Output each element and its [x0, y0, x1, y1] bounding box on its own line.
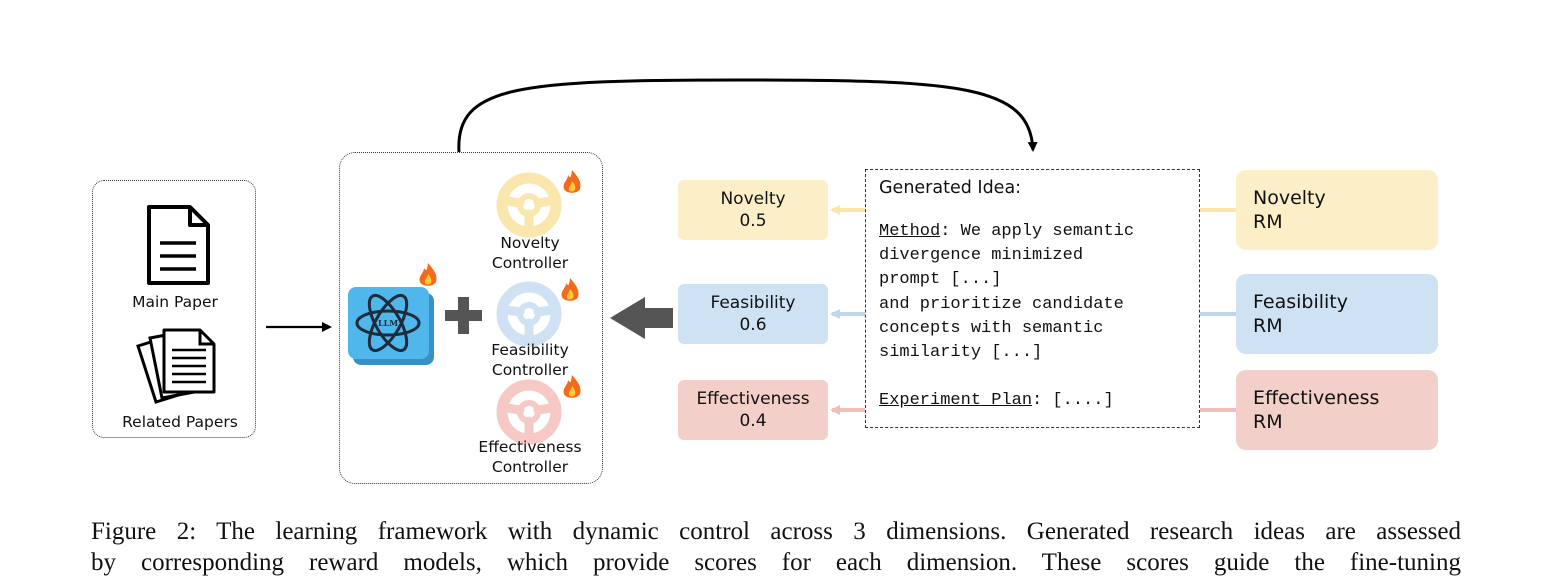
papers-stack-icon	[136, 328, 216, 404]
novelty-rm-box: Novelty RM	[1236, 170, 1438, 250]
effectiveness-controller-label: Effectiveness Controller	[478, 438, 582, 476]
main-paper-label: Main Paper	[132, 293, 218, 311]
novelty-score-box: Novelty 0.5	[678, 180, 828, 240]
feasibility-rm-suffix: RM	[1253, 315, 1283, 337]
idea-line-3: prompt [...]	[879, 270, 1002, 290]
feasibility-controller-label: Feasibility Controller	[491, 341, 569, 379]
feasibility-score-box: Feasibility 0.6	[678, 284, 828, 344]
idea-plan-line: Experiment Plan: [....]	[879, 391, 1114, 411]
caption-line-1: Figure 2: The learning framework with dy…	[91, 518, 1461, 545]
document-icon	[147, 205, 210, 285]
novelty-score-value: 0.5	[739, 211, 767, 231]
idea-method-line: Method: We apply semantic	[879, 222, 1135, 241]
figure-caption: Figure 2: The learning framework with dy…	[91, 516, 1461, 578]
model-box	[339, 152, 603, 484]
idea-line-5: concepts with semantic	[879, 318, 1104, 338]
related-papers-label: Related Papers	[122, 413, 238, 431]
feasibility-rm-box: Feasibility RM	[1236, 274, 1438, 354]
novelty-rm-suffix: RM	[1253, 211, 1283, 233]
idea-line-2: divergence minimized	[879, 246, 1084, 266]
generated-idea-box: Generated Idea: Method: We apply semanti…	[865, 169, 1200, 428]
effectiveness-score-value: 0.4	[739, 411, 767, 431]
feedback-gray-arrow	[610, 297, 673, 339]
llm-atom-icon	[348, 287, 434, 365]
generated-idea-title: Generated Idea:	[879, 178, 1022, 198]
plus-icon	[445, 297, 482, 334]
feasibility-score-name: Feasibility	[710, 293, 796, 313]
effectiveness-rm-name: Effectiveness	[1253, 387, 1380, 409]
idea-line-6: similarity [...]	[879, 343, 1043, 363]
novelty-rm-name: Novelty	[1253, 187, 1326, 209]
effectiveness-rm-box: Effectiveness RM	[1236, 370, 1438, 450]
inputs-box	[92, 180, 256, 438]
effectiveness-score-box: Effectiveness 0.4	[678, 380, 828, 440]
novelty-controller-label: Novelty Controller	[491, 234, 569, 272]
effectiveness-rm-suffix: RM	[1253, 411, 1283, 433]
novelty-score-name: Novelty	[720, 189, 786, 209]
feasibility-rm-name: Feasibility	[1253, 291, 1348, 313]
caption-line-2: by corresponding reward models, which pr…	[91, 549, 1461, 576]
effectiveness-score-name: Effectiveness	[696, 389, 810, 409]
idea-line-4: and prioritize candidate	[879, 294, 1124, 314]
feasibility-score-value: 0.6	[739, 315, 767, 335]
llm-badge: LLM	[378, 318, 398, 328]
feedback-arrow	[457, 78, 1038, 153]
